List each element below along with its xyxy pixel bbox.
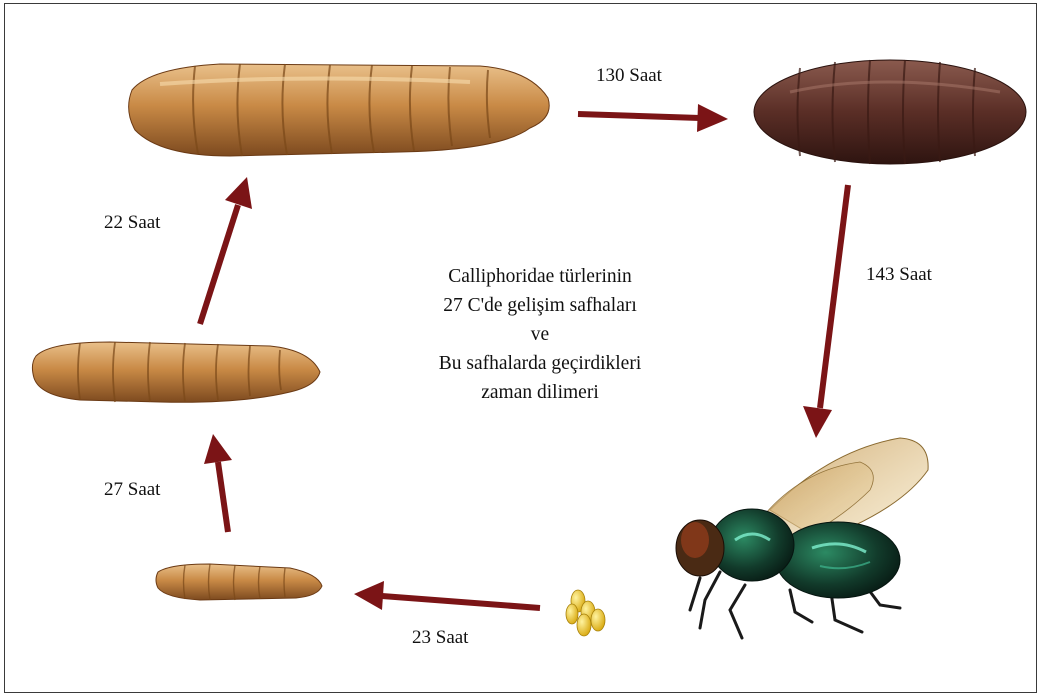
first-instar-larva xyxy=(156,564,322,600)
arrow-larva-to-pupa xyxy=(578,104,728,132)
adult-fly xyxy=(676,438,928,638)
caption-line-1: Calliphoridae türlerinin xyxy=(380,262,700,291)
diagram-caption: Calliphoridae türlerinin 27 C'de gelişim… xyxy=(380,262,700,407)
label-27-saat: 27 Saat xyxy=(104,480,160,499)
arrow-eggs-to-small-larva xyxy=(354,581,540,610)
label-130-saat: 130 Saat xyxy=(596,66,662,85)
caption-line-5: zaman dilimeri xyxy=(380,378,700,407)
eggs xyxy=(566,590,605,636)
pupa xyxy=(754,60,1026,164)
caption-line-4: Bu safhalarda geçirdikleri xyxy=(380,349,700,378)
arrow-medium-to-large-larva xyxy=(200,177,252,324)
caption-line-3: ve xyxy=(380,320,700,349)
label-143-saat: 143 Saat xyxy=(866,265,932,284)
arrow-pupa-to-fly xyxy=(803,185,848,438)
label-22-saat: 22 Saat xyxy=(104,213,160,232)
caption-line-2: 27 C'de gelişim safhaları xyxy=(380,291,700,320)
arrow-small-to-medium-larva xyxy=(204,434,232,532)
third-instar-larva xyxy=(129,64,550,156)
second-instar-larva xyxy=(32,342,320,402)
label-23-saat: 23 Saat xyxy=(412,628,468,647)
